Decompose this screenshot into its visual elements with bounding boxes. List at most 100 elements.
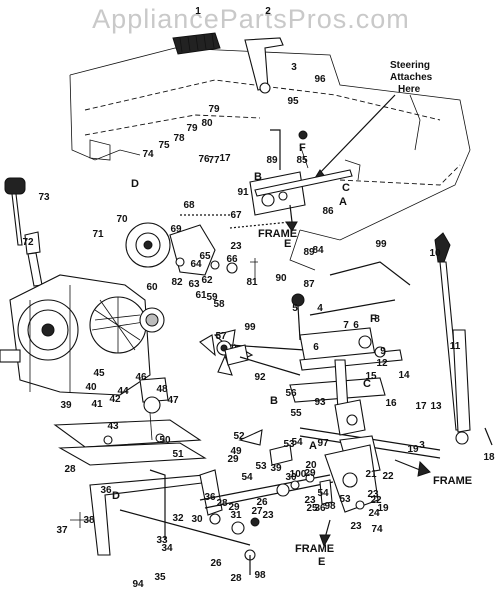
part-callout-69: 69 [170, 224, 182, 235]
reference-letter: F [299, 142, 306, 154]
part-callout-54: 54 [317, 488, 329, 499]
part-callout-34: 34 [161, 543, 173, 554]
part-callout-100: 100 [290, 469, 307, 480]
part-callout-26: 26 [210, 558, 222, 569]
part-callout-90: 90 [275, 273, 287, 284]
part-callout-23: 23 [350, 521, 362, 532]
brake-pedal-assembly [172, 32, 284, 94]
part-callout-46: 46 [135, 372, 147, 383]
part-callout-87: 87 [303, 279, 315, 290]
frame-arrows [285, 204, 493, 548]
part-callout-53: 53 [255, 461, 267, 472]
part-callout-80: 80 [201, 118, 213, 129]
part-callout-77: 77 [208, 155, 220, 166]
part-callout-10: 10 [429, 248, 441, 259]
part-callout-94: 94 [132, 579, 144, 590]
part-callout-39: 39 [60, 400, 72, 411]
watermark-text: AppliancePartsPros.com [92, 4, 410, 34]
part-callout-6: 6 [313, 342, 319, 353]
annotation-layer: SteeringAttachesHereFRAMEFRAMEFRAMEEEDBC… [112, 60, 472, 568]
part-callout-25: 25 [306, 503, 318, 514]
part-callout-43: 43 [107, 421, 119, 432]
part-callout-22: 22 [370, 495, 382, 506]
reference-letter: D [131, 178, 139, 190]
part-callout-4: 4 [317, 303, 323, 314]
part-callout-8: 8 [374, 314, 380, 325]
reference-letter: D [112, 490, 120, 502]
part-callout-2: 2 [265, 6, 271, 17]
frame-label: FRAME [258, 228, 297, 240]
part-callout-66: 66 [226, 254, 238, 265]
part-callout-74: 74 [371, 524, 383, 535]
steering-note-line: Here [398, 84, 421, 95]
part-callout-72: 72 [22, 237, 34, 248]
part-callout-37: 37 [56, 525, 68, 536]
part-callout-53: 53 [283, 439, 295, 450]
part-callout-1: 1 [195, 6, 201, 17]
part-callout-40: 40 [85, 382, 97, 393]
reference-letter: F [370, 313, 377, 325]
part-callout-21: 21 [365, 469, 377, 480]
reference-letter: B [270, 395, 278, 407]
reference-letter: A [309, 440, 317, 452]
pulley-and-springs [125, 214, 291, 280]
part-callout-23: 23 [367, 489, 379, 500]
part-callout-99: 99 [375, 239, 387, 250]
part-callout-33: 33 [156, 535, 168, 546]
part-callout-35: 35 [154, 572, 166, 583]
part-callout-63: 63 [188, 279, 200, 290]
part-callout-42: 42 [109, 394, 121, 405]
part-callout-58: 58 [213, 299, 225, 310]
part-callout-70: 70 [116, 214, 128, 225]
part-callout-51: 51 [172, 449, 184, 460]
frame-e-label: E [318, 556, 325, 568]
part-callout-17: 17 [219, 153, 231, 164]
reference-letter: A [339, 196, 347, 208]
part-callout-38: 38 [83, 515, 95, 526]
part-callout-29: 29 [227, 454, 239, 465]
part-callout-98: 98 [324, 501, 336, 512]
part-callout-3: 3 [419, 440, 425, 451]
part-callout-30: 30 [285, 472, 297, 483]
part-callout-56: 56 [285, 388, 297, 399]
part-callout-60: 60 [146, 282, 158, 293]
part-callout-18: 18 [483, 452, 495, 463]
frame-outline [69, 47, 471, 271]
part-callout-73: 73 [38, 192, 50, 203]
part-callout-71: 71 [92, 229, 104, 240]
part-callout-20: 20 [305, 460, 317, 471]
part-callout-79: 79 [186, 123, 198, 134]
part-callout-28: 28 [230, 573, 242, 584]
part-callout-53: 53 [339, 494, 351, 505]
part-callout-97: 97 [317, 438, 329, 449]
part-callout-75: 75 [158, 140, 170, 151]
part-callout-7: 7 [343, 320, 349, 331]
part-callout-78: 78 [173, 133, 185, 144]
part-callout-45: 45 [93, 368, 105, 379]
reference-letter: B [254, 171, 262, 183]
bottom-bracket [70, 469, 260, 556]
part-callout-52: 52 [233, 431, 245, 442]
part-callout-13: 13 [430, 401, 442, 412]
part-callout-98: 98 [254, 570, 266, 581]
pivot-bracket [249, 129, 353, 216]
part-callout-48: 48 [156, 384, 168, 395]
frame-e-label: E [284, 238, 291, 250]
reference-letter: C [342, 182, 350, 194]
part-callout-54: 54 [241, 472, 253, 483]
part-callout-82: 82 [171, 277, 183, 288]
part-callout-84: 84 [312, 245, 324, 256]
part-callout-57: 57 [215, 331, 227, 342]
part-callout-64: 64 [190, 259, 202, 270]
part-callout-3: 3 [291, 62, 297, 73]
part-callout-44: 44 [117, 386, 129, 397]
part-callout-11: 11 [450, 341, 461, 352]
part-callout-26: 26 [256, 497, 268, 508]
part-callout-67: 67 [230, 210, 242, 221]
part-callout-92: 92 [254, 372, 266, 383]
frame-label: FRAME [295, 543, 334, 555]
part-callout-19: 19 [407, 444, 419, 455]
part-callout-9: 9 [380, 346, 386, 357]
part-callout-29: 29 [304, 468, 316, 479]
